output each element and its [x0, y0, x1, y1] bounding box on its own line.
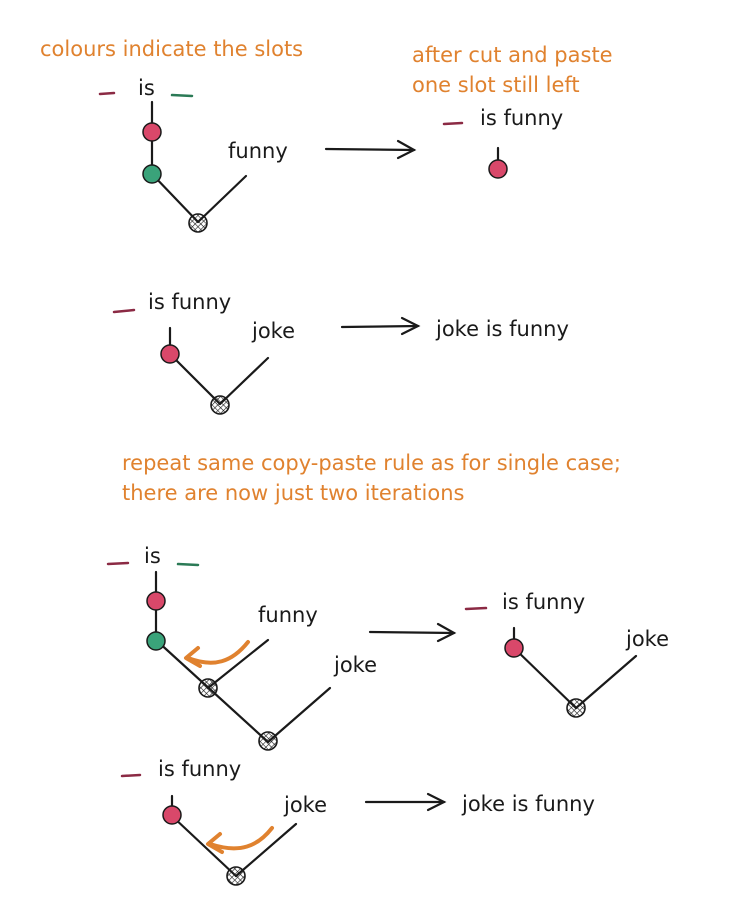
move-arrow-orange	[186, 640, 250, 665]
phrase-is-funny: is funny	[148, 290, 231, 314]
arrow-2	[340, 316, 421, 336]
edge	[234, 822, 298, 878]
merge-node	[566, 698, 586, 718]
slot-dash-red	[98, 91, 116, 96]
arrow-4	[364, 792, 447, 812]
word-funny: funny	[228, 139, 288, 163]
edge	[218, 356, 270, 406]
phrase-is-funny: is funny	[480, 106, 563, 130]
word-joke: joke	[283, 793, 327, 817]
move-arrowhead-orange	[206, 832, 224, 854]
merge-node	[226, 866, 246, 886]
note-two-iterations: there are now just two iterations	[122, 481, 464, 505]
word-joke: joke	[625, 627, 669, 651]
note-repeat-rule: repeat same copy-paste rule as for singl…	[122, 451, 621, 475]
tree-3-right: is funny joke	[464, 590, 669, 718]
phrase-is-funny: is funny	[158, 757, 241, 781]
merge-node	[198, 678, 218, 698]
word-funny: funny	[258, 603, 318, 627]
edge	[196, 174, 248, 224]
word-joke: joke	[251, 319, 295, 343]
note-one-slot-left: one slot still left	[412, 73, 580, 97]
slot-node-red	[504, 638, 524, 658]
slot-node-red	[142, 122, 162, 142]
edge	[150, 172, 200, 224]
slot-dash-red	[112, 308, 136, 314]
tree-3-left: is funny joke	[106, 544, 377, 751]
edge	[574, 654, 638, 710]
move-arrow-orange	[208, 826, 274, 851]
merge-node	[188, 213, 208, 233]
note-colours-indicate-slots: colours indicate the slots	[40, 37, 303, 61]
merge-node	[258, 731, 278, 751]
note-after-cut-paste: after cut and paste	[412, 43, 613, 67]
tree-1-left: is funny	[98, 76, 288, 233]
tree-4-left: is funny joke	[120, 757, 327, 886]
slot-node-green	[142, 164, 162, 184]
tree-1-right: is funny	[442, 106, 563, 179]
slot-node-red	[488, 159, 508, 179]
merge-node	[210, 395, 230, 415]
slot-dash-red	[442, 121, 464, 126]
word-is: is	[138, 76, 155, 100]
slot-dash-green	[176, 562, 200, 567]
arrow-1	[324, 139, 417, 160]
edge	[512, 646, 578, 710]
edge	[266, 686, 332, 744]
phrase-is-funny: is funny	[502, 590, 585, 614]
edge	[168, 352, 222, 406]
slot-dash-red	[106, 561, 130, 566]
slot-node-red	[160, 344, 180, 364]
tree-2-left: is funny joke	[112, 290, 295, 415]
edge	[170, 814, 238, 878]
move-arrowhead-orange	[184, 646, 202, 668]
slot-node-red	[162, 805, 182, 825]
result-joke-is-funny: joke is funny	[461, 792, 595, 816]
slot-dash-red	[464, 606, 488, 611]
word-joke: joke	[333, 653, 377, 677]
result-joke-is-funny: joke is funny	[435, 317, 569, 341]
word-is: is	[144, 544, 161, 568]
slot-node-green	[146, 631, 166, 651]
slot-dash-green	[170, 93, 194, 98]
slot-node-red	[146, 591, 166, 611]
slot-dash-red	[120, 773, 142, 778]
edge	[206, 638, 270, 690]
arrow-3	[368, 622, 457, 643]
